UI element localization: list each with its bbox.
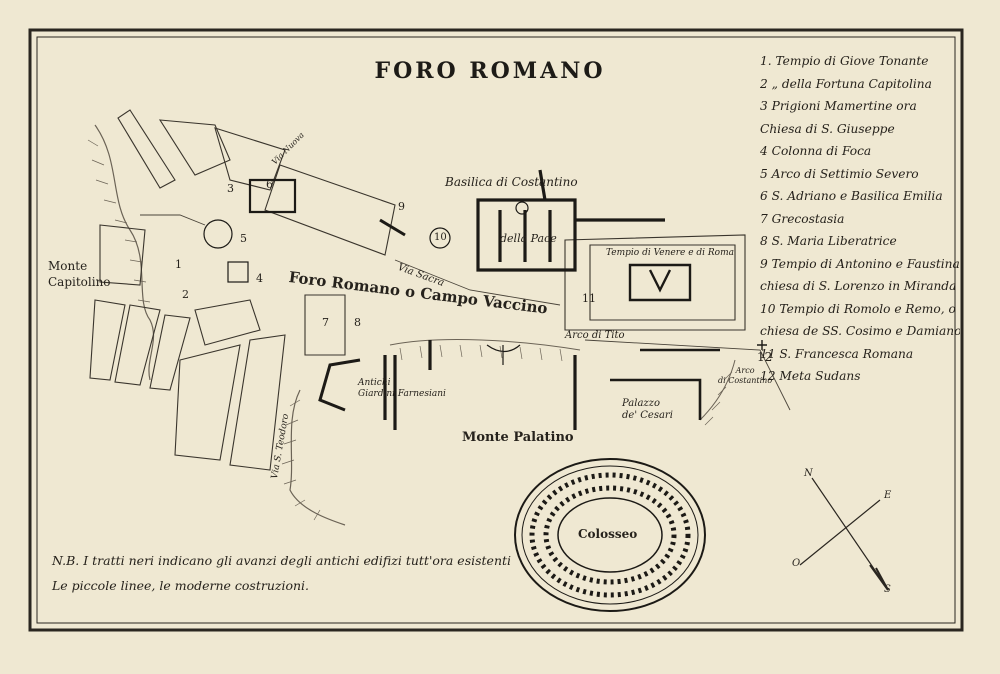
label-arco-di-tito: Arco di Tito	[565, 330, 625, 341]
legend-item: 9 Tempio di Antonino e Faustina o	[760, 256, 960, 271]
features	[203, 201, 529, 365]
inner-border	[36, 36, 956, 624]
legend-item: 3 Prigioni Mamertine ora	[760, 99, 917, 113]
arch-severus-marker	[203, 219, 233, 249]
note-line: Le piccole linee, le moderne costruzioni…	[52, 578, 310, 593]
legend-item: chiesa di S. Lorenzo in Miranda	[760, 279, 957, 293]
label-basilica-costantino: Basilica di Costantino	[445, 175, 578, 189]
label-tempio-venere-roma: Tempio di Venere e di Roma	[606, 248, 734, 258]
label-della-pace: della Pace	[500, 232, 557, 245]
map-legend: 1. Tempio di Giove Tonante 2 „ della For…	[760, 50, 960, 388]
label-monte-palatino: Monte Palatino	[462, 430, 574, 445]
marker-7: 7	[322, 316, 329, 329]
legend-item: chiesa de SS. Cosimo e Damiano	[760, 324, 960, 338]
compass-s: S	[884, 584, 891, 595]
legend-item: 4 Colonna di Foca	[760, 144, 872, 158]
legend-item: 11 S. Francesca Romana	[760, 346, 914, 361]
ancient-walls	[248, 169, 720, 430]
compass-o: O	[792, 558, 801, 569]
label-palazzo-cesari: Palazzo de' Cesari	[622, 398, 673, 421]
capitoline-hill	[87, 124, 155, 381]
temple-romulus-marker	[429, 227, 451, 249]
legend-item: 8 S. Maria Liberatrice	[760, 234, 897, 248]
outer-border	[28, 28, 964, 632]
marker-2: 2	[182, 288, 189, 301]
map-note: N.B. I tratti neri indicano gli avanzi d…	[52, 548, 522, 598]
legend-item: 12 Meta Sudans	[760, 369, 861, 383]
marker-9: 9	[398, 200, 405, 213]
marker-11: 11	[582, 292, 596, 305]
label-arco-di-costantino: Arco di Costantino	[718, 366, 773, 385]
marker-12: 12	[757, 350, 773, 364]
palatine-hill	[281, 339, 736, 526]
label-colosseo: Colosseo	[578, 527, 638, 541]
label-antichi-giardini: Antichi Giardini Farnesiani	[358, 378, 446, 399]
marker-8: 8	[354, 316, 361, 329]
legend-item: Chiesa di S. Giuseppe	[760, 121, 895, 136]
legend-item: 10 Tempio di Romolo e Remo, o	[760, 301, 956, 316]
map-title: FORO ROMANO	[374, 58, 606, 84]
city-blocks	[89, 109, 746, 471]
compass-n: N	[804, 468, 813, 479]
forum-roads	[140, 214, 791, 411]
note-line: N.B. I tratti neri indicano gli avanzi d…	[52, 553, 512, 568]
marker-5: 5	[240, 232, 247, 245]
marker-10: 10	[434, 232, 447, 243]
marker-4: 4	[256, 272, 263, 285]
colosseum-drawing	[514, 458, 706, 612]
label-monte-capitolino: Monte Capitolino	[48, 259, 111, 289]
marker-12-cross	[757, 340, 767, 350]
compass-rose	[799, 477, 889, 591]
legend-item: 6 S. Adriano e Basilica Emilia	[760, 189, 943, 203]
marker-6: 6	[266, 178, 273, 191]
marker-3: 3	[227, 182, 234, 195]
legend-item: 5 Arco di Settimio Severo	[760, 166, 919, 181]
legend-item: 7 Grecostasia	[760, 211, 845, 226]
marker-1: 1	[175, 258, 182, 271]
legend-item: 2 „ della Fortuna Capitolina	[760, 76, 932, 91]
column-foca-marker	[227, 261, 249, 283]
compass-e: E	[884, 490, 892, 501]
legend-item: 1. Tempio di Giove Tonante	[760, 54, 929, 68]
